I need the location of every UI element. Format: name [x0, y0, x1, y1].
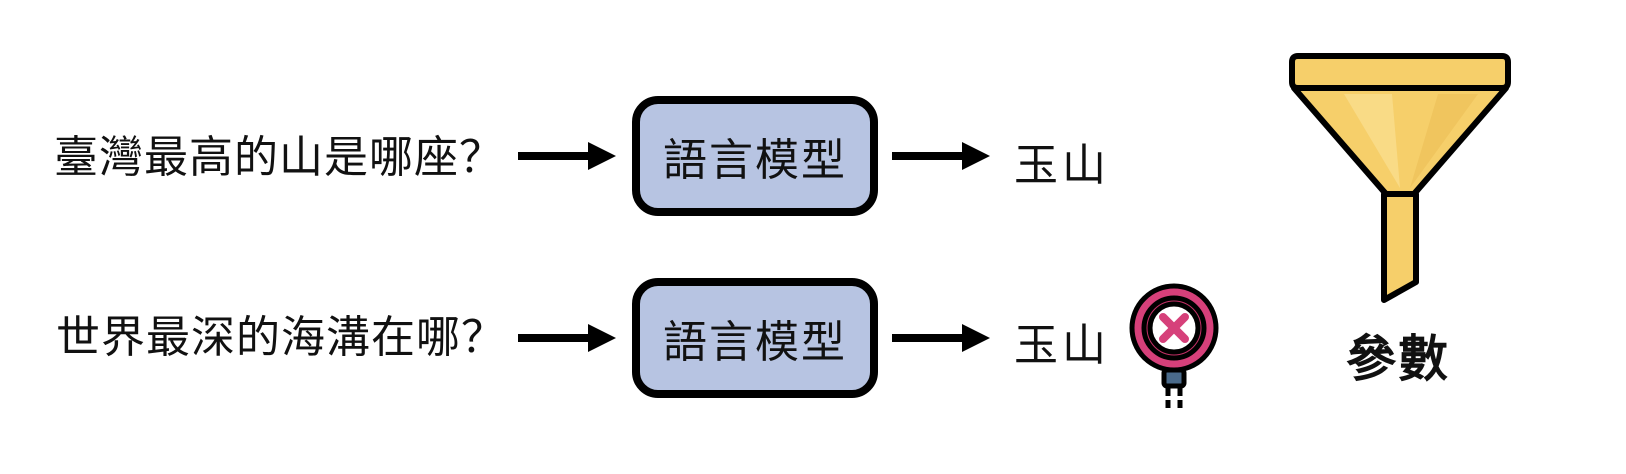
language-model-box-1: 語言模型 [632, 96, 878, 216]
language-model-box-2: 語言模型 [632, 278, 878, 398]
question-2: 世界最深的海溝在哪？ [56, 312, 506, 363]
parameters-label: 參數 [1346, 330, 1450, 388]
answer-1: 玉山 [1014, 140, 1110, 191]
language-model-label-1: 語言模型 [663, 135, 847, 186]
answer-2: 玉山 [1014, 320, 1110, 371]
wrong-sign-icon [1124, 282, 1224, 412]
funnel-icon [1288, 48, 1512, 304]
arrow-to-answer-1 [892, 134, 992, 178]
arrow-to-model-1 [518, 134, 618, 178]
language-model-label-2: 語言模型 [663, 317, 847, 368]
question-1: 臺灣最高的山是哪座？ [54, 132, 504, 183]
arrow-to-answer-2 [892, 316, 992, 360]
arrow-to-model-2 [518, 316, 618, 360]
